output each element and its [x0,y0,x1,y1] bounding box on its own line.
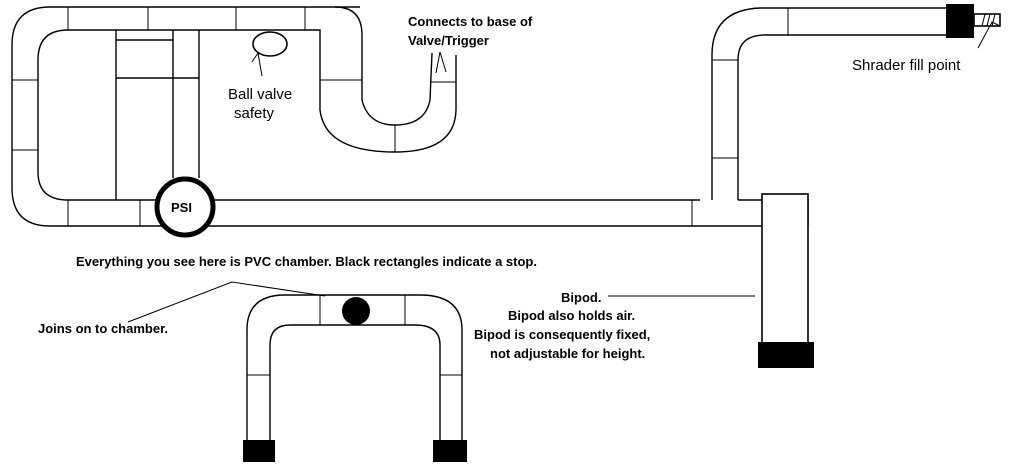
everything-label: Everything you see here is PVC chamber. … [76,254,537,269]
connects-label-1: Connects to base of [408,14,533,29]
ball-valve-arrow [251,52,263,77]
shrader-stop [946,4,974,38]
bipod-label-1: Bipod. [561,290,601,305]
shrader-pointer [977,21,1001,49]
joins-label: Joins on to chamber. [38,321,168,336]
bipod-label-2: Bipod also holds air. [508,308,635,323]
bipod-stop-right [758,342,814,368]
bipod-label-4: not adjustable for height. [490,346,645,361]
lower-bipod [243,294,467,462]
connects-label-2: Valve/Trigger [408,33,489,48]
psi-gauge-icon [154,176,216,238]
bipod-stop-left [243,440,275,462]
ball-valve-label-2: safety [234,105,275,122]
ball-valve-icon [252,31,288,57]
shrader-label: Shrader fill point [852,57,961,74]
ball-valve-label-1: Ball valve [228,86,292,103]
bipod-stop-center [342,297,370,325]
valve-trigger-arrow [435,51,447,74]
left-chamber-loop [11,6,765,227]
psi-label: PSI [171,200,192,215]
bipod-stop-right-leg [433,440,467,462]
right-riser-pipe [711,4,1001,368]
bipod-label-3: Bipod is consequently fixed, [474,327,650,342]
joins-pointer [127,281,326,323]
